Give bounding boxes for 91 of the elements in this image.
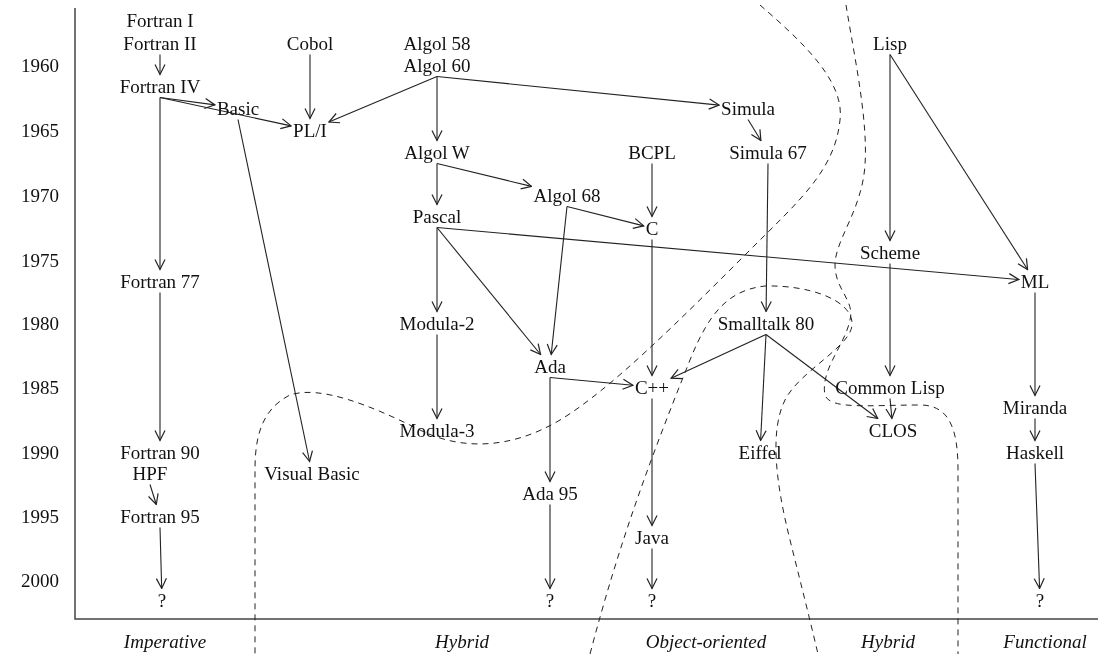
language-name: Algol W [403,141,471,163]
arrow [436,226,542,356]
language-name: Lisp [872,32,908,54]
arrow [566,205,645,229]
arrow [431,75,443,142]
language-name: Pascal [411,205,463,227]
language-name: ML [1019,270,1051,292]
arrow [889,53,1029,271]
arrow [646,547,658,590]
arrow [154,291,166,442]
language-name: ? [1034,589,1046,611]
year-label: 1960 [21,55,59,75]
language-name: Haskell [1005,441,1065,463]
arrow [328,75,438,124]
language-name: Basic [215,97,261,119]
language-name: Simula 67 [728,141,808,163]
language-name: Algol 60 [402,54,472,76]
language-name: Fortran I [125,9,195,31]
language-name: Common Lisp [834,376,946,398]
language-name: Fortran 95 [119,505,201,527]
category-label: Hybrid [861,631,915,651]
arrow [760,162,772,313]
arrow [154,53,166,76]
arrow [431,162,443,206]
arrow [549,376,634,390]
language-name: Visual Basic [263,462,361,484]
language-name: Modula-3 [398,419,476,441]
language-name: Java [634,526,670,548]
language-name: Ada 95 [521,482,579,504]
language-name: Cobol [285,32,335,54]
arrow [546,205,568,356]
arrow [765,333,879,420]
language-name: HPF [131,462,169,484]
arrow [755,333,767,442]
year-label: 1970 [21,185,59,205]
arrow [646,162,658,218]
arrow [436,226,1020,285]
arrow [544,503,556,590]
arrow [670,333,767,380]
language-name: ? [156,589,168,611]
language-name: Fortran 77 [119,270,201,292]
year-label: 2000 [21,570,59,590]
category-label: Functional [1003,631,1087,651]
arrow [155,526,167,590]
category-label: Object-oriented [645,631,767,651]
language-name: C++ [633,376,671,398]
category-label: Imperative [123,631,207,651]
arrow [431,226,443,313]
arrow [436,75,720,110]
arrow [436,162,533,190]
arrow [747,118,762,142]
category-label: Hybrid [435,631,489,651]
arrow [147,483,159,506]
language-name: Miranda [1001,396,1069,418]
arrow [154,96,166,271]
language-name: PL/I [292,119,328,141]
arrow [1033,462,1045,590]
language-name: Fortran II [122,32,198,54]
arrow [544,376,556,483]
language-name: Eiffel [737,441,783,463]
arrow [431,333,443,420]
arrow [646,397,658,527]
language-name: BCPL [627,141,677,163]
arrow [159,96,292,130]
language-name: ? [646,589,658,611]
language-name: Modula-2 [398,312,476,334]
language-name: CLOS [867,419,919,441]
language-name: Fortran IV [118,75,202,97]
arrow [237,118,314,463]
language-name: Algol 68 [532,184,602,206]
language-name: Fortran 90 [119,441,201,463]
year-label: 1975 [21,250,59,270]
arrow [1029,417,1041,442]
language-name: ? [544,589,556,611]
arrow [885,397,897,420]
language-name: C [644,217,660,239]
arrow [646,238,658,377]
year-label: 1980 [21,313,59,333]
language-name: Algol 58 [402,32,472,54]
arrow [884,262,896,377]
language-name: Ada [533,355,567,377]
language-name: Scheme [858,241,922,263]
arrow [884,53,896,242]
arrow [304,53,316,120]
language-name: Smalltalk 80 [716,312,816,334]
arrow [1029,291,1041,397]
year-label: 1990 [21,442,59,462]
year-label: 1985 [21,377,59,397]
year-label: 1995 [21,506,59,526]
year-label: 1965 [21,120,59,140]
language-name: Simula [720,97,776,119]
